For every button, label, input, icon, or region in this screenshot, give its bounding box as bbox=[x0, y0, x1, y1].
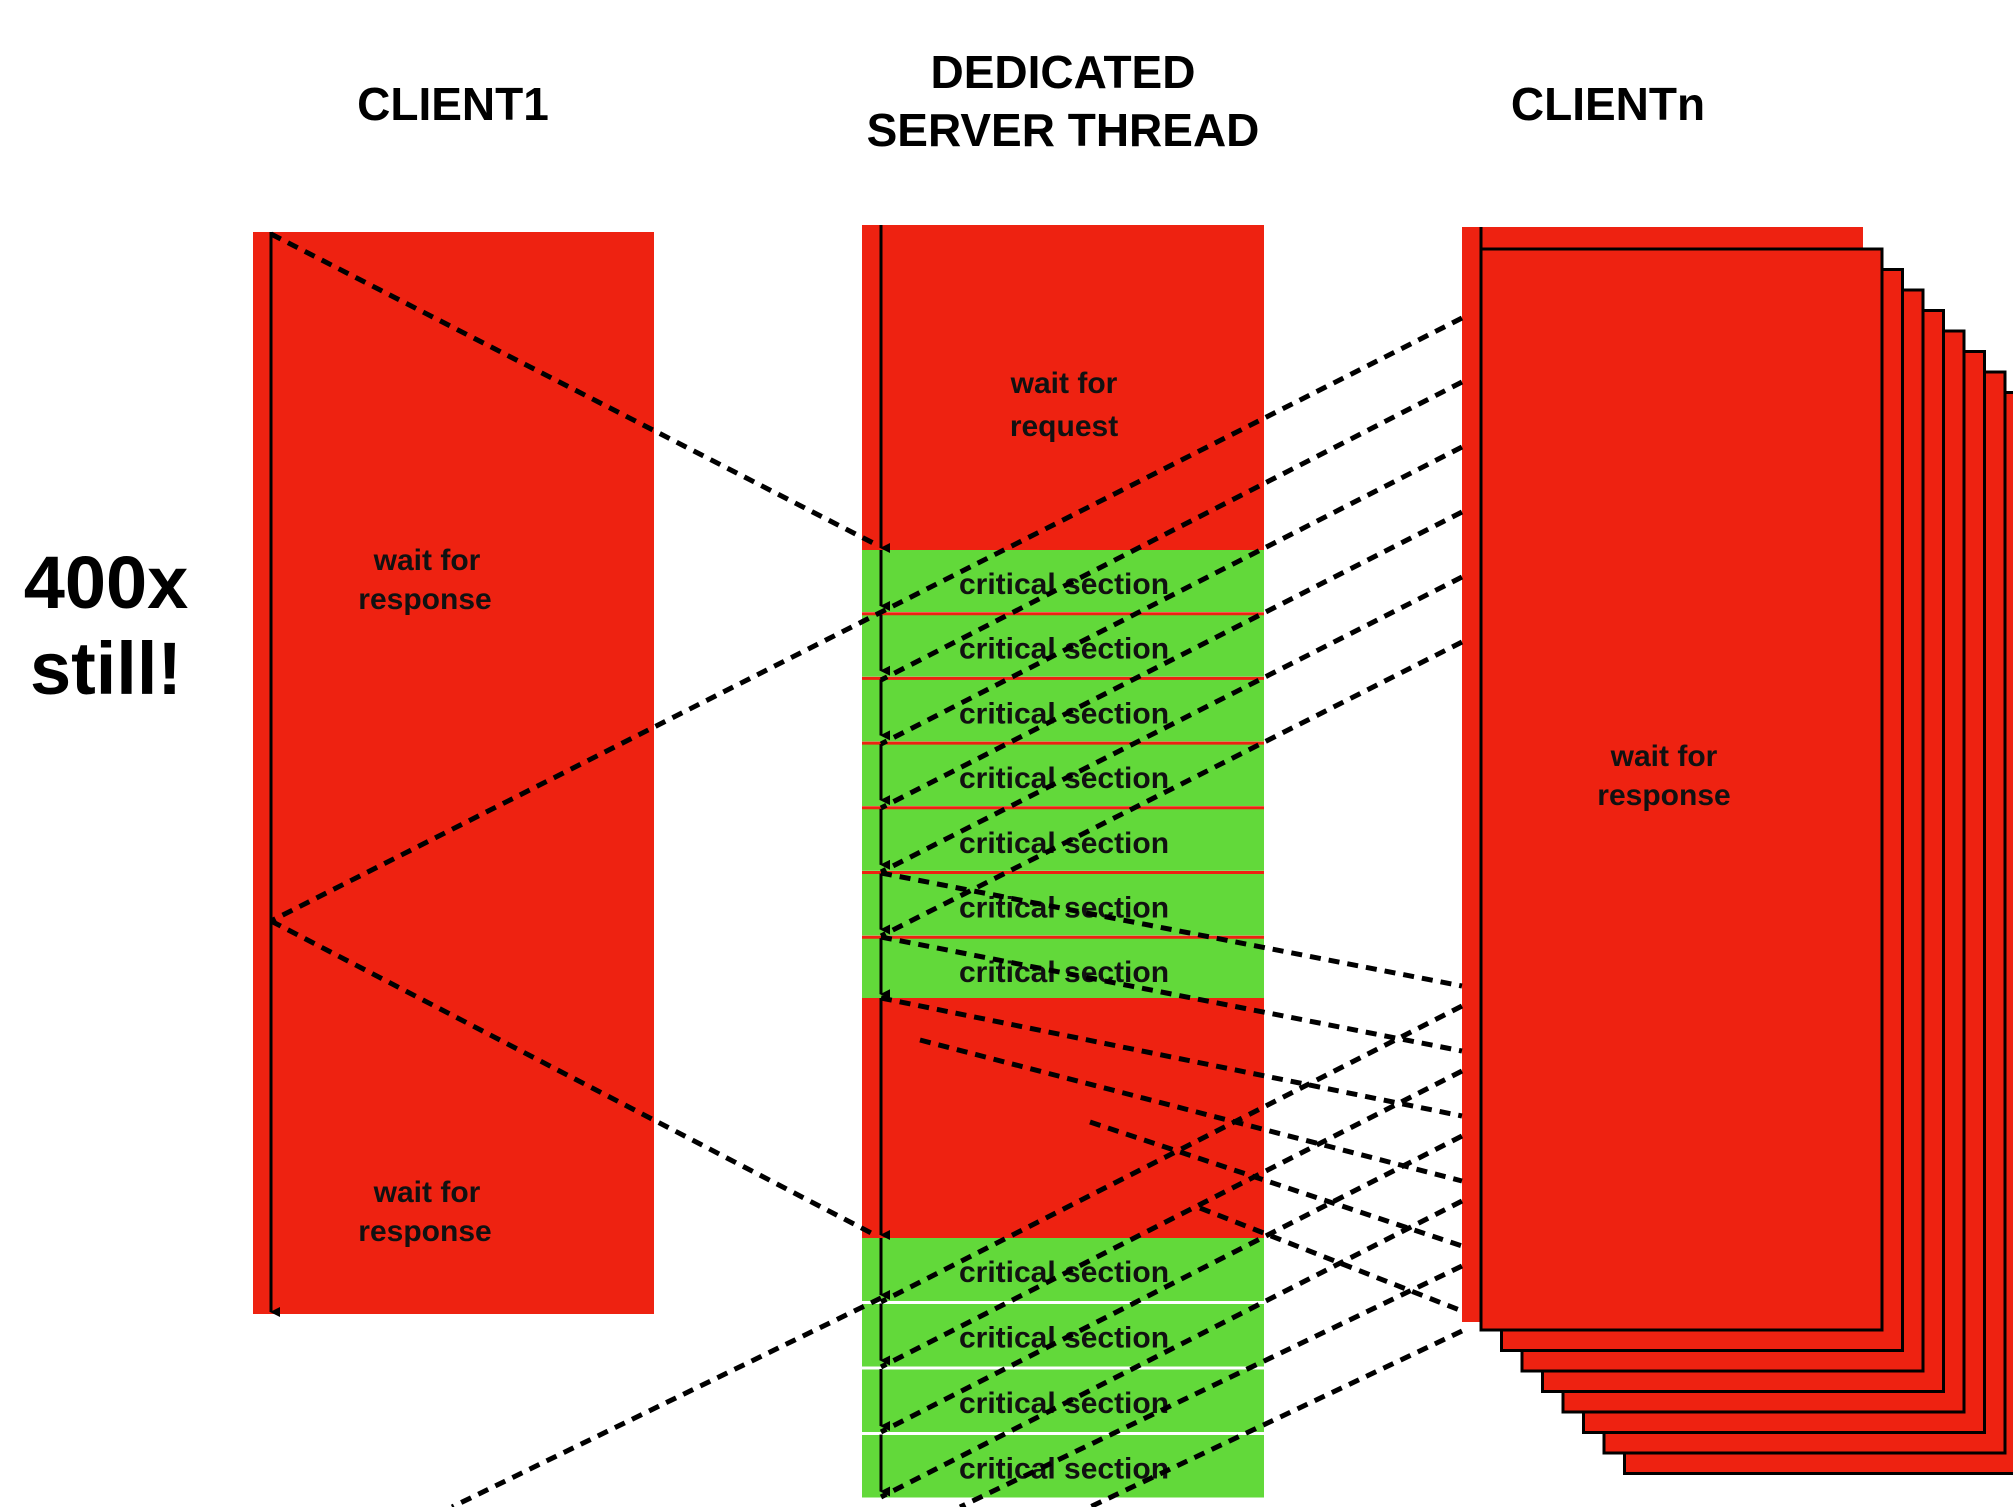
server-wait-request-line2: request bbox=[1010, 410, 1118, 443]
client1-wait-upper-line2: response bbox=[358, 583, 491, 616]
critical-section-lower-block-2 bbox=[862, 1303, 1264, 1367]
clientn-to-server-lower-1 bbox=[879, 1003, 1464, 1305]
clientn-to-server-lower-6 bbox=[1088, 1328, 1464, 1507]
clientn-wait-line1: wait for bbox=[1610, 740, 1718, 773]
client1-heading: CLIENT1 bbox=[357, 78, 549, 130]
clientn-line-2 bbox=[879, 444, 1464, 747]
client1-wait-lower-line1: wait for bbox=[373, 1176, 481, 1209]
client1-wait-upper-line1: wait for bbox=[373, 544, 481, 577]
critical-section-upper-block-4 bbox=[862, 744, 1264, 807]
clientn-wait-line2: response bbox=[1597, 779, 1730, 812]
server-to-clientn-5 bbox=[1089, 1119, 1463, 1249]
response-server-to-client1 bbox=[269, 315, 1464, 924]
critical-section-upper-label-7: critical section bbox=[959, 956, 1169, 989]
server-wait-request-block bbox=[862, 225, 1264, 550]
server-to-clientn-1 bbox=[880, 870, 1463, 989]
server-heading-line1: DEDICATED bbox=[931, 46, 1196, 98]
critical-section-upper-block-3 bbox=[862, 679, 1264, 742]
critical-section-lower-block-4 bbox=[862, 1434, 1264, 1498]
server-wait-request-line1: wait for bbox=[1010, 367, 1118, 400]
critical-section-upper-block-6 bbox=[862, 873, 1264, 936]
critical-section-upper-block-7 bbox=[862, 938, 1264, 1001]
client1-wait-lower-line2: response bbox=[358, 1215, 491, 1248]
clientn-line-4 bbox=[879, 574, 1464, 875]
server-to-clientn-4 bbox=[919, 1037, 1463, 1184]
side-note-line1: 400x bbox=[24, 541, 189, 624]
server-to-clientn-2 bbox=[880, 934, 1463, 1054]
bottom-left-line bbox=[450, 1295, 883, 1507]
critical-section-upper-block-5 bbox=[862, 808, 1264, 871]
critical-section-upper-block-1 bbox=[862, 550, 1264, 612]
side-note-line2: still! bbox=[30, 627, 182, 710]
clientn-line-1 bbox=[879, 379, 1464, 683]
critical-section-lower-block-3 bbox=[862, 1369, 1264, 1432]
client1-wait-block bbox=[253, 232, 654, 1314]
clientn-line-5 bbox=[879, 639, 1464, 939]
clientn-line-3 bbox=[879, 509, 1464, 811]
critical-section-lower-block-1 bbox=[862, 1238, 1264, 1301]
clientn-to-server-lower-5 bbox=[958, 1263, 1464, 1507]
clientn-front-page bbox=[1479, 247, 1884, 1332]
message-lines bbox=[269, 231, 1464, 1507]
critical-section-upper-label-6: critical section bbox=[959, 892, 1169, 925]
clientn-to-server-lower-3 bbox=[879, 1133, 1464, 1435]
server-to-clientn-3 bbox=[880, 995, 1463, 1119]
server-heading-line2: SERVER THREAD bbox=[867, 104, 1260, 156]
clientn-to-server-lower-4 bbox=[879, 1198, 1464, 1500]
server-to-clientn-6 bbox=[1199, 1205, 1463, 1314]
clientn-to-server-lower-2 bbox=[879, 1068, 1464, 1370]
critical-section-upper-block-2 bbox=[862, 614, 1264, 677]
clientn-heading: CLIENTn bbox=[1511, 78, 1705, 130]
